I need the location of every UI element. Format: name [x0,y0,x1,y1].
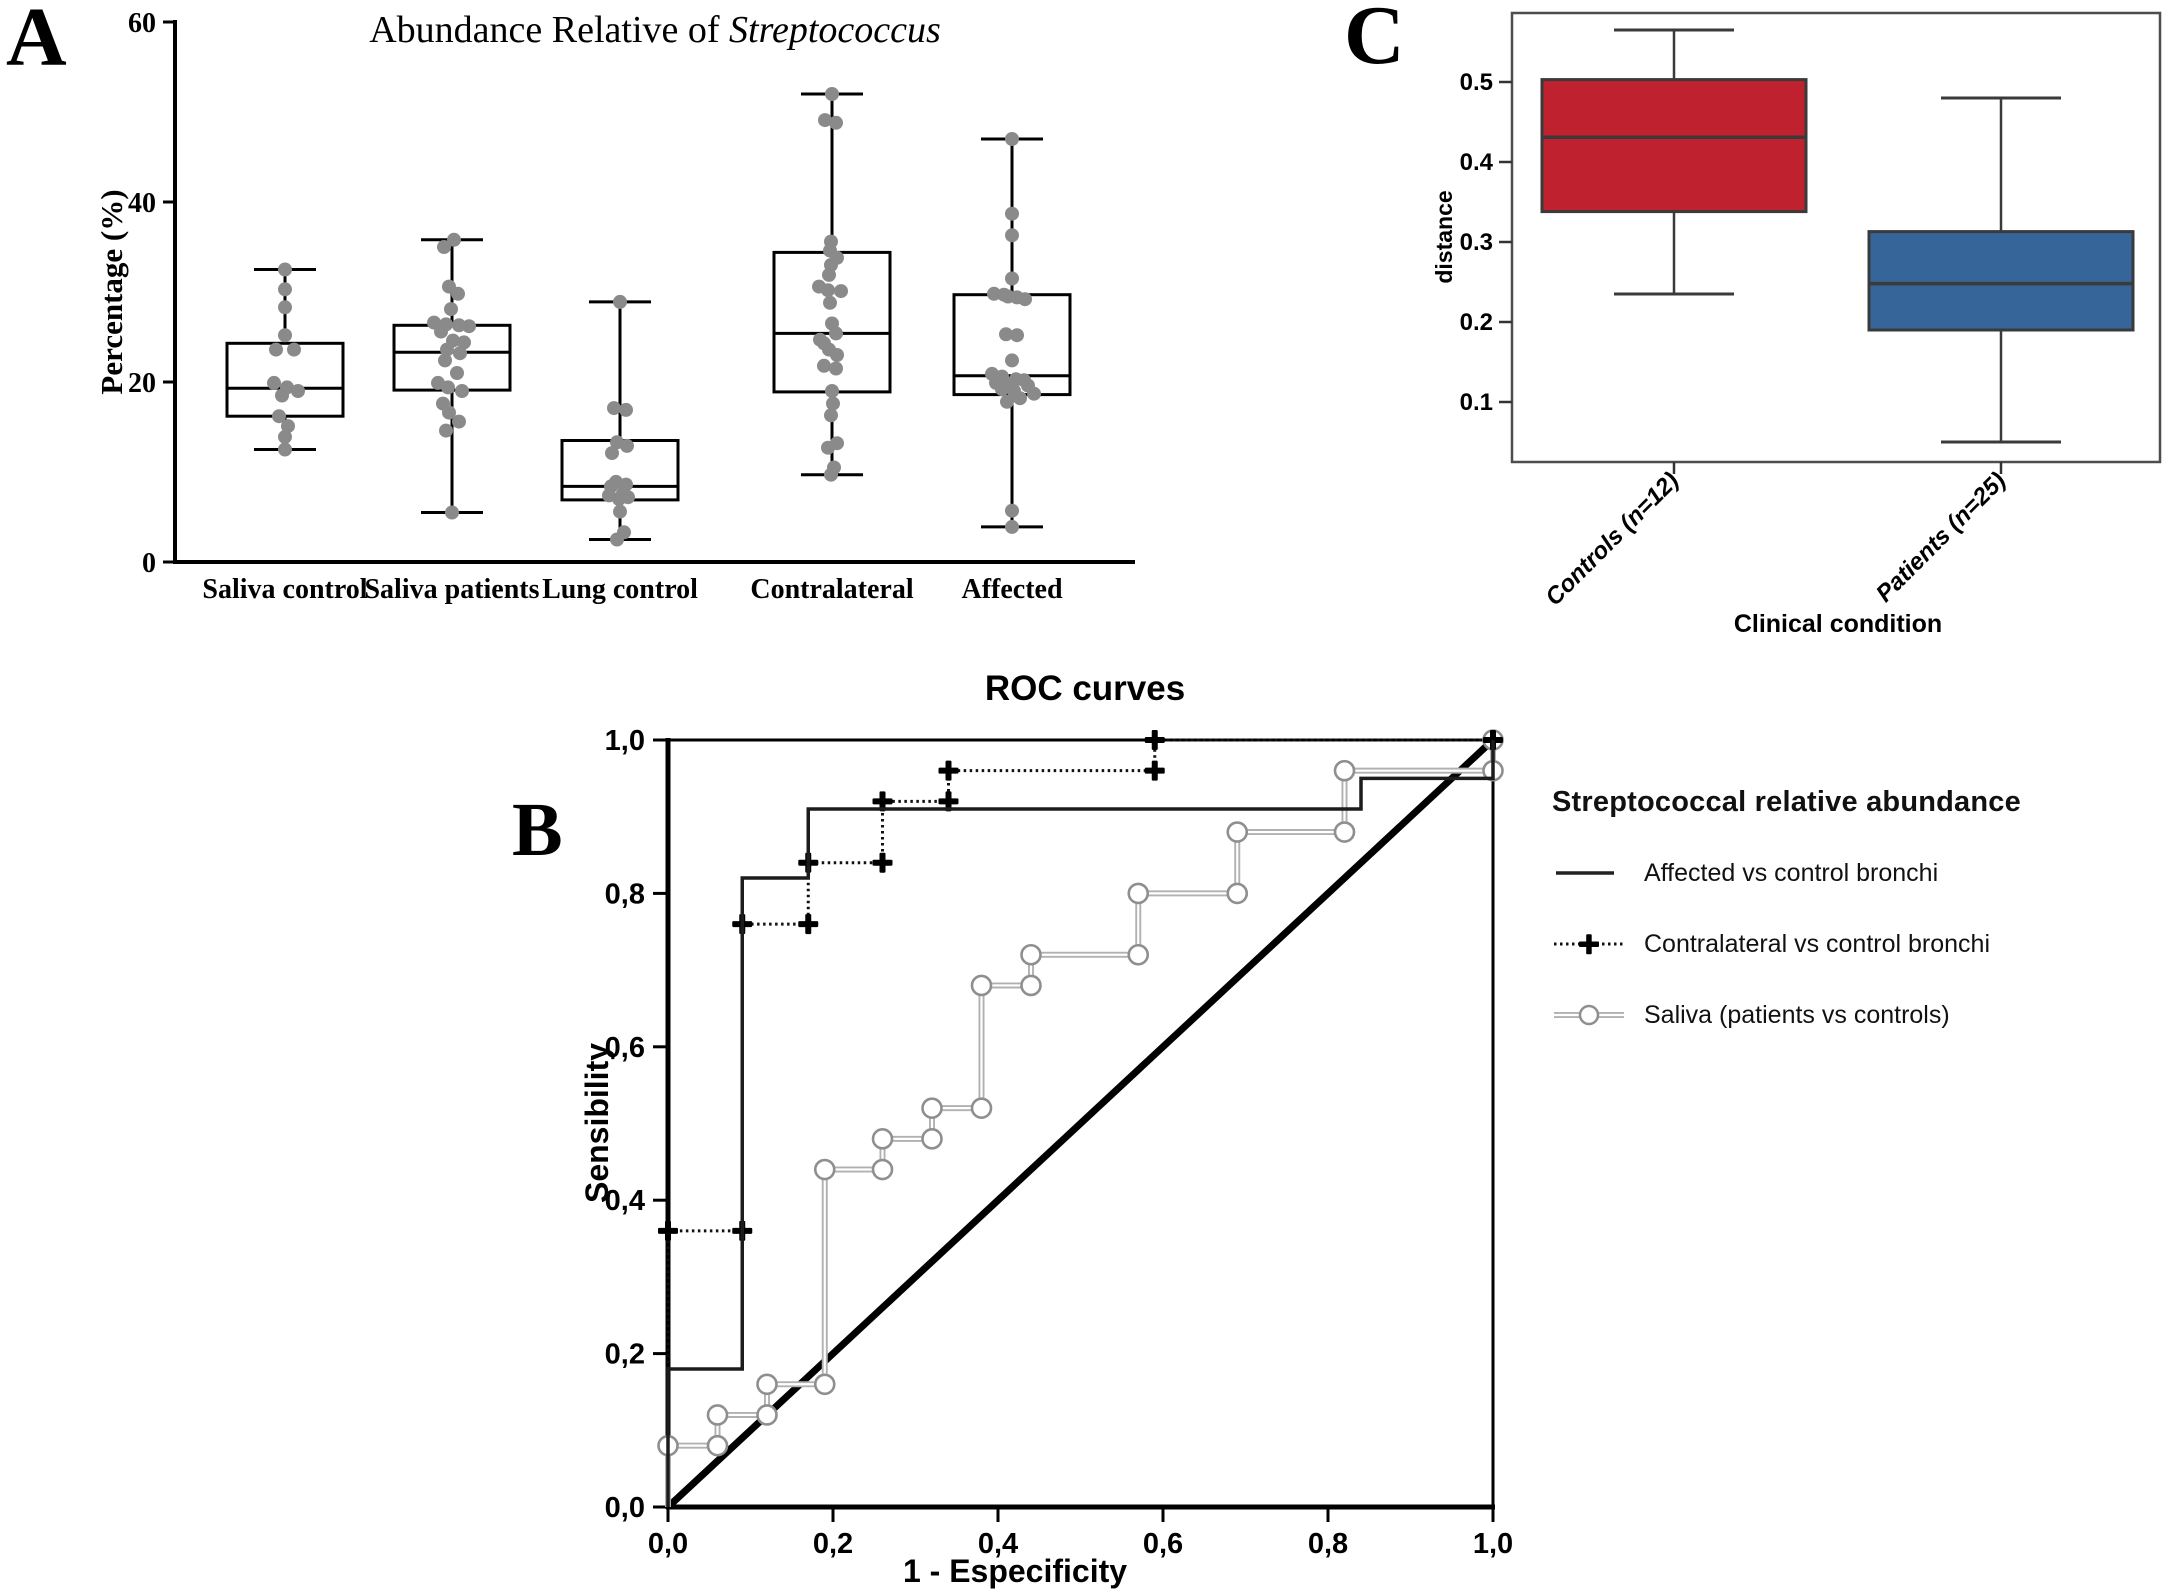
roc-curve-saliva-patients-vs-controls [657,729,1504,1507]
svg-text:1,0: 1,0 [1473,1528,1513,1560]
panel-a-label: A [6,0,67,84]
svg-text:Affected: Affected [961,574,1062,605]
scatter-points-contralateral [812,87,848,482]
panel-a-title: Abundance Relative of Streptococcus [369,9,941,51]
svg-text:0.2: 0.2 [1460,309,1493,336]
solid-line-sample [1556,871,1614,875]
legend-item-affected: Affected vs control bronchi [1552,859,2172,887]
dotted-line-plus-marker-sample [1554,934,1624,955]
panel-b-xlabel: 1 - Especificity [903,1553,1127,1589]
svg-text:0: 0 [142,548,156,579]
svg-text:Contralateral: Contralateral [750,574,914,605]
panel-b-y-axis: 0,0 0,2 0,4 0,6 0,8 1,0 [605,725,668,1524]
svg-text:Saliva control: Saliva control [202,574,367,605]
svg-text:0,4: 0,4 [605,1185,645,1217]
svg-text:1,0: 1,0 [605,725,645,757]
svg-text:Saliva patients: Saliva patients [364,574,539,605]
panel-b-ylabel: Sensibility [579,1043,615,1203]
svg-text:0,2: 0,2 [813,1528,853,1560]
legend-title: Streptococcal relative abundance [1552,786,2021,818]
panel-b-roc-chart: 0,0 0,2 0,4 0,6 0,8 1,0 0,0 0,2 0,4 0,6 0,8 1,0 ROC … [579,669,1513,1589]
svg-text:0,0: 0,0 [648,1528,688,1560]
gray-line-circle-marker-sample [1554,1004,1624,1026]
panel-c-label: C [1344,0,1405,82]
svg-text:0.3: 0.3 [1460,229,1493,256]
svg-text:Patients (n=25): Patients (n=25) [1871,467,2011,607]
roc-legend: Streptococcal relative abundance Affecte… [1552,786,2172,1072]
panel-a-ylabel: Percentage (%) [94,189,129,394]
svg-text:20: 20 [128,368,156,399]
svg-text:0,4: 0,4 [978,1528,1018,1560]
panel-b-x-axis: 0,0 0,2 0,4 0,6 0,8 1,0 [648,1507,1513,1560]
panel-b-title: ROC curves [985,669,1185,708]
svg-text:0,6: 0,6 [605,1032,645,1064]
svg-text:0,0: 0,0 [605,1492,645,1524]
legend-item-label: Contralateral vs control bronchi [1644,929,1990,958]
svg-text:60: 60 [128,8,156,39]
svg-text:40: 40 [128,188,156,219]
svg-text:0,6: 0,6 [1143,1528,1183,1560]
scatter-points-saliva-control [267,262,305,457]
panel-c-ylabel: distance [1431,190,1457,283]
svg-text:0.1: 0.1 [1460,389,1493,416]
panel-c-xlabel: Clinical condition [1734,610,1942,638]
scatter-points-lung-control [602,294,635,547]
scatter-points-affected [985,132,1041,534]
svg-text:0,2: 0,2 [605,1339,645,1371]
svg-text:Percentage (%): Percentage (%) [94,189,129,394]
legend-item-contralateral: Contralateral vs control bronchi [1552,930,2172,958]
scatter-points-saliva-patients [427,232,476,520]
svg-text:0,8: 0,8 [1308,1528,1348,1560]
svg-text:Controls (n=12): Controls (n=12) [1540,467,1684,611]
legend-item-label: Affected vs control bronchi [1644,858,1939,887]
svg-text:0.4: 0.4 [1460,149,1494,176]
svg-text:0.5: 0.5 [1460,69,1493,96]
legend-item-label: Saliva (patients vs controls) [1644,1000,1950,1029]
panel-a-y-axis: 0 20 40 60 [128,8,175,579]
roc-curve-affected-vs-control-bronchi [666,740,1495,1507]
roc-reference-diagonal [665,737,1496,1510]
svg-text:0,8: 0,8 [605,878,645,910]
legend-item-saliva: Saliva (patients vs controls) [1552,1001,2172,1029]
panel-c-y-axis: 0.1 0.2 0.3 0.4 0.5 [1460,69,1512,416]
svg-text:Lung control: Lung control [542,574,698,605]
panel-b-label: B [512,788,563,872]
